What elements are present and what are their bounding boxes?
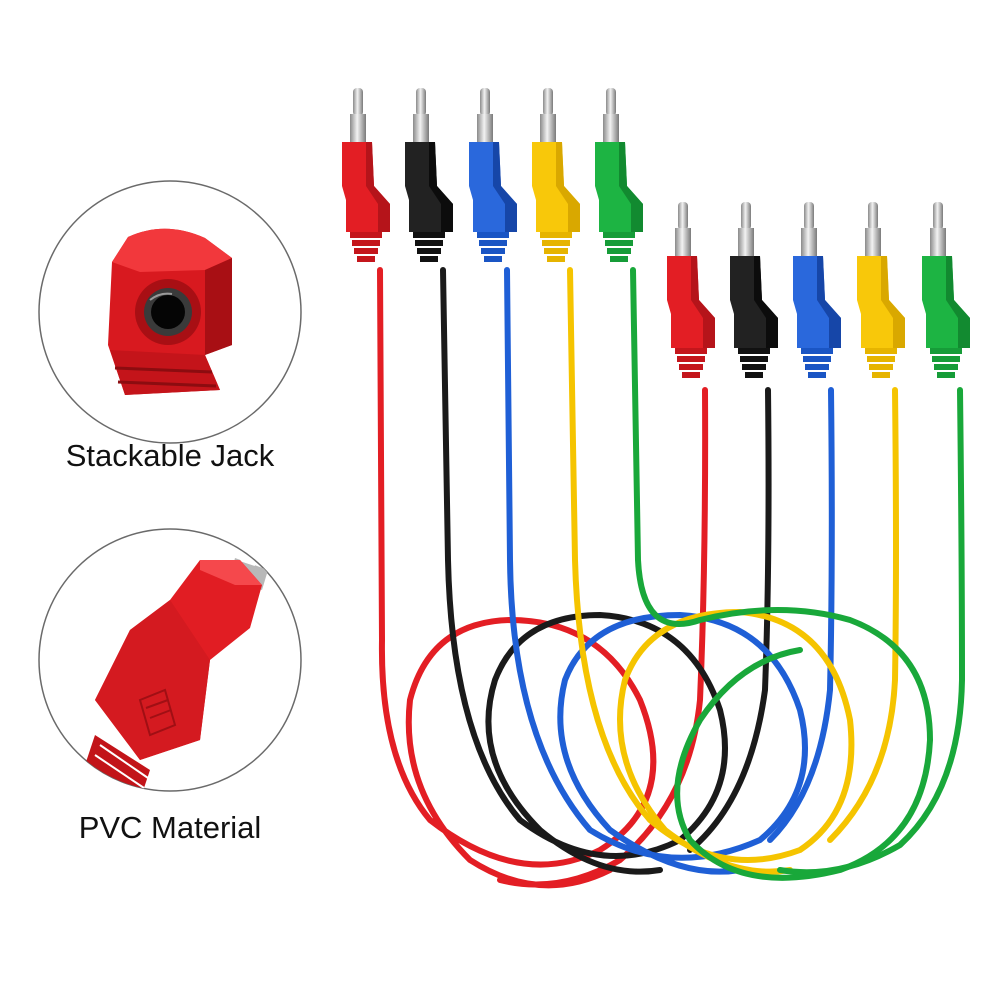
pvc-material-caption: PVC Material: [78, 810, 262, 845]
black-cable-loop-b: [687, 387, 772, 853]
yellow-plug-short: [857, 202, 905, 378]
red-cable-loop: [377, 267, 657, 889]
green-cable-loop: [630, 267, 934, 881]
tall-plug-set: [342, 88, 643, 262]
pvc-material-closeup: [38, 528, 302, 792]
blue-plug-short: [793, 202, 841, 378]
green-plug-tall: [595, 88, 643, 262]
green-cable-loop-b: [777, 387, 966, 876]
yellow-cable-loop: [567, 267, 855, 875]
short-plug-set: [667, 202, 970, 378]
stackable-jack-closeup: [38, 180, 302, 444]
red-cable-loop-b: [497, 387, 709, 888]
cable-loops: [377, 267, 966, 889]
cable-set: [342, 88, 970, 889]
red-plug-short: [667, 202, 715, 378]
yellow-plug-tall: [532, 88, 580, 262]
stackable-jack-caption: Stackable Jack: [65, 438, 275, 473]
green-plug-short: [922, 202, 970, 378]
black-cable-loop: [440, 267, 728, 875]
blue-plug-tall: [469, 88, 517, 262]
black-plug-tall: [405, 88, 453, 262]
black-plug-short: [730, 202, 778, 378]
red-plug-tall: [342, 88, 390, 262]
yellow-cable-loop-b: [827, 387, 899, 843]
blue-cable-loop: [504, 267, 808, 875]
